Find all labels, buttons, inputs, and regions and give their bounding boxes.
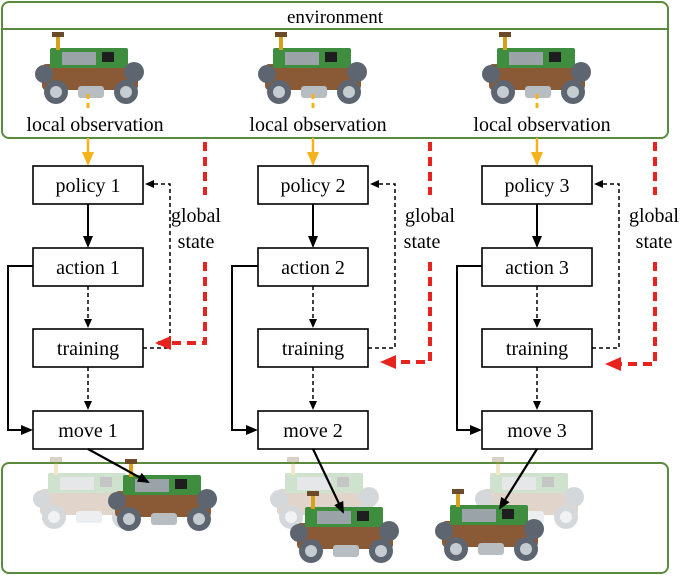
result-frame: [1, 462, 669, 574]
policy-label-3: policy 3: [505, 175, 570, 197]
global-state-arrow-2: [380, 262, 432, 369]
global-state-label-line1-2: global: [405, 205, 455, 227]
global-state-label-line2-3: state: [636, 231, 673, 253]
training-label-2: training: [282, 338, 344, 360]
move-box-1: [32, 410, 144, 450]
training-box-2: [257, 328, 369, 368]
global-state-label-line2-1: state: [178, 231, 215, 253]
move-arrow-2: [312, 448, 344, 514]
move-arrow-1: [87, 448, 150, 483]
local-observation-label-1: local observation: [26, 114, 163, 136]
move-label-2: move 2: [283, 420, 342, 442]
robot-icon: [35, 32, 144, 104]
training-label-1: training: [57, 338, 119, 360]
action-box-1: [32, 247, 144, 287]
robot-icon: [482, 32, 591, 104]
action-box-2: [257, 247, 369, 287]
environment-label: environment: [287, 7, 384, 28]
training-to-policy-arrow-2: [368, 180, 396, 349]
training-label-3: training: [506, 338, 568, 360]
training-to-policy-arrow-3: [592, 180, 620, 349]
move-label-1: move 1: [58, 420, 117, 442]
action-to-move-arrow-1: [7, 265, 33, 435]
policy-box-3: [481, 165, 593, 205]
action-to-move-arrow-2: [231, 265, 258, 435]
policy-label-2: policy 2: [281, 175, 346, 197]
training-to-policy-arrow-1: [143, 180, 171, 349]
global-state-label-line1-3: global: [629, 205, 679, 227]
action-label-2: action 2: [281, 257, 345, 279]
action-label-3: action 3: [505, 257, 569, 279]
local-observation-label-3: local observation: [473, 114, 610, 136]
action-to-move-arrow-3: [456, 265, 482, 435]
policy-label-1: policy 1: [56, 175, 121, 197]
global-state-arrow-3: [605, 262, 657, 371]
move-arrow-3: [498, 448, 538, 510]
global-state-arrow-1: [155, 262, 207, 350]
global-state-label-line1-1: global: [171, 205, 221, 227]
robot-icon: [258, 32, 367, 104]
local-observation-label-2: local observation: [249, 114, 386, 136]
policy-box-1: [32, 165, 144, 205]
move-label-3: move 3: [507, 420, 566, 442]
global-state-label-line2-2: state: [404, 231, 441, 253]
environment-frame: [1, 1, 669, 139]
action-label-1: action 1: [56, 257, 120, 279]
action-box-3: [481, 247, 593, 287]
